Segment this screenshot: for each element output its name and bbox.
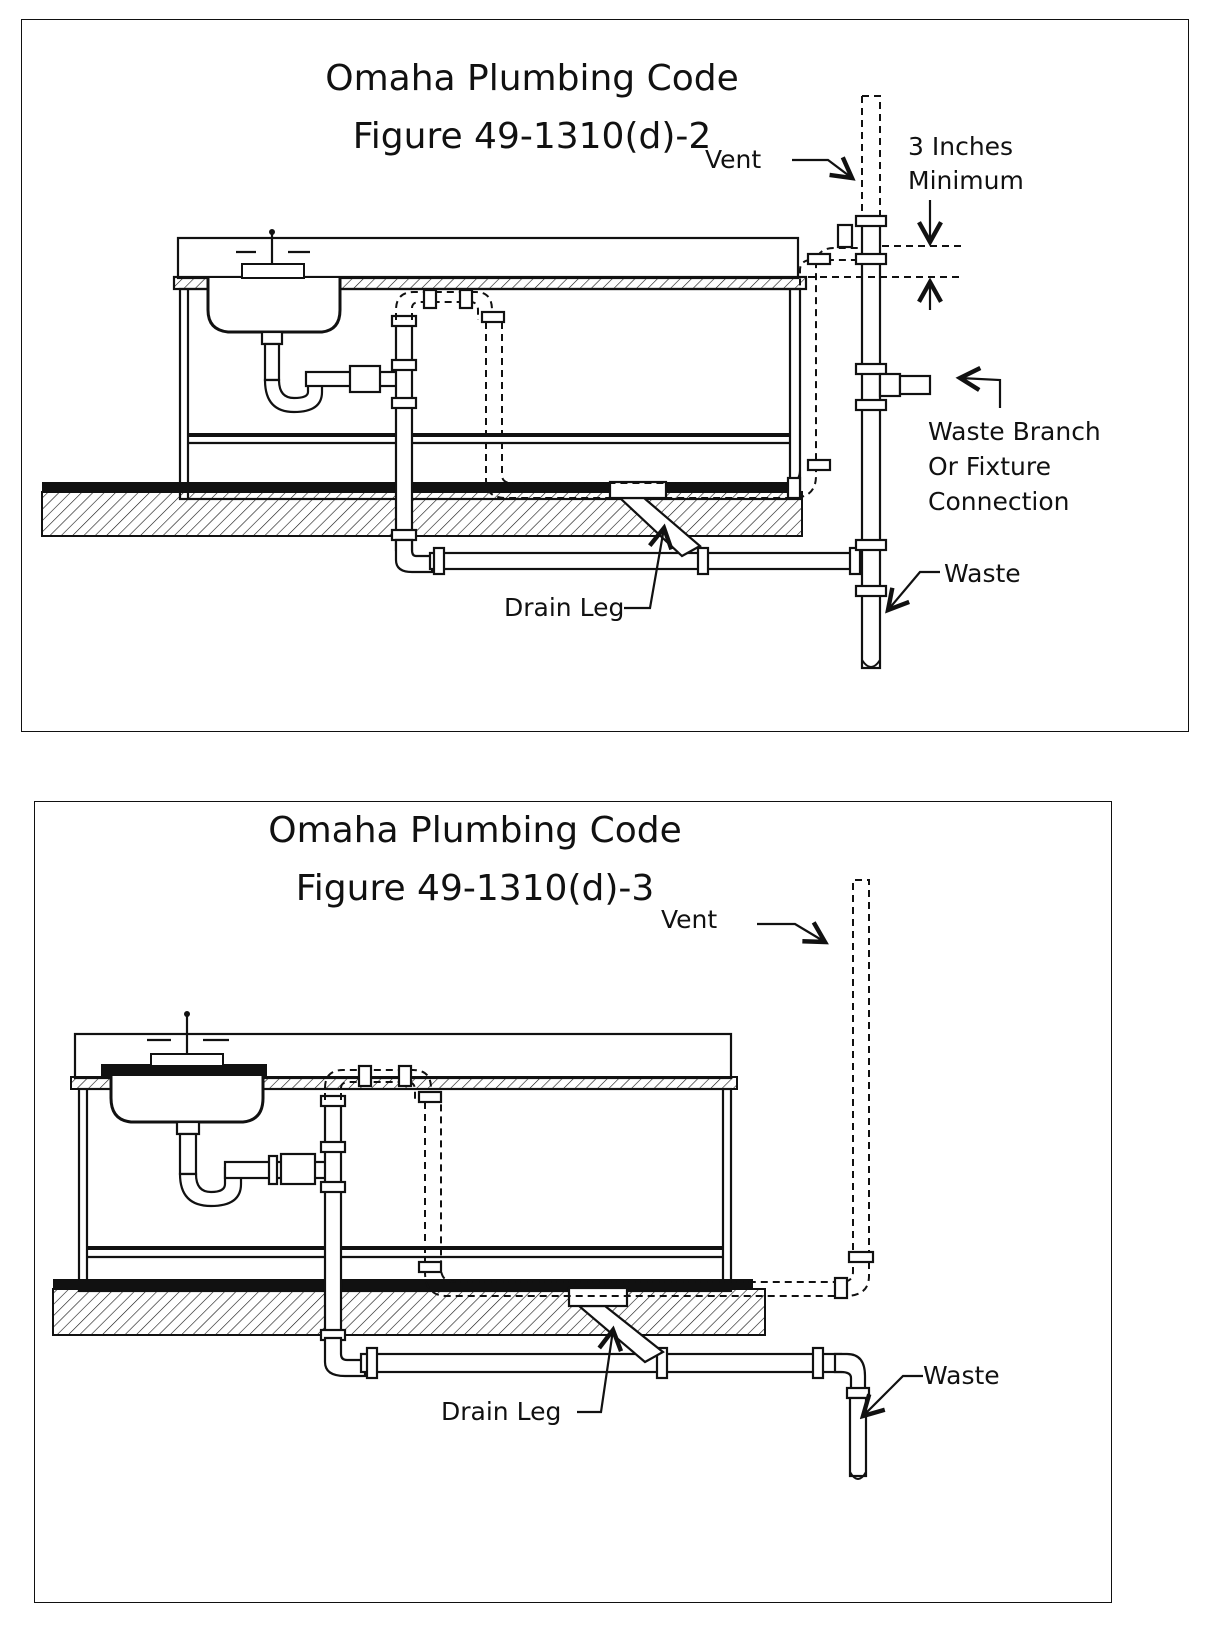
vent-loop-dashed — [324, 879, 875, 1300]
main-stack — [854, 95, 932, 670]
waste-branch-label-line1: Waste Branch — [928, 417, 1101, 446]
waste-branch-label-line3: Connection — [928, 487, 1070, 516]
sink-bowl — [206, 229, 342, 334]
vent-arrow — [757, 924, 825, 942]
waste-label: Waste — [944, 559, 1021, 588]
figure-3-drawing — [52, 879, 923, 1480]
minimum-label-line2: Minimum — [908, 166, 1024, 195]
minimum-label-line1: 3 Inches — [908, 132, 1014, 161]
sink-bowl — [101, 1011, 267, 1124]
drain-leg-label: Drain Leg — [441, 1397, 562, 1426]
waste-branch-label-line2: Or Fixture — [928, 452, 1051, 481]
waste-arrow — [888, 570, 940, 610]
figure-2-title-line1: Omaha Plumbing Code — [325, 58, 739, 99]
branch-arrow — [960, 378, 1002, 408]
vent-label: Vent — [661, 905, 718, 934]
vent-loop-dashed — [395, 223, 862, 500]
figure-3-title-line1: Omaha Plumbing Code — [268, 810, 682, 851]
vent-label: Vent — [705, 145, 762, 174]
figure-3-title-line2: Figure 49-1310(d)-3 — [295, 868, 655, 909]
figure-2-title-line2: Figure 49-1310(d)-2 — [352, 116, 712, 157]
vanity-cabinet — [172, 236, 808, 501]
drain-leg-arrow — [624, 528, 664, 610]
waste-branch-label: Waste Branch Or Fixture Connection — [928, 414, 1101, 519]
drain-piping — [319, 1094, 871, 1480]
p-trap — [175, 1120, 331, 1208]
waste-label: Waste — [923, 1361, 1000, 1390]
drain-leg-arrow — [577, 1330, 613, 1414]
figure-2-title: Omaha Plumbing Code Figure 49-1310(d)-2 — [272, 50, 792, 166]
figure-2-drawing — [41, 95, 1002, 670]
waste-arrow — [863, 1374, 923, 1416]
figure-3-panel: Omaha Plumbing Code Figure 49-1310(d)-3 — [34, 801, 1112, 1603]
figure-3-title: Omaha Plumbing Code Figure 49-1310(d)-3 — [215, 802, 735, 918]
three-inch-dimension — [784, 200, 962, 310]
minimum-label: 3 Inches Minimum — [908, 130, 1024, 198]
drain-leg-label: Drain Leg — [504, 593, 625, 622]
p-trap — [260, 330, 408, 414]
floor-slab — [41, 482, 803, 537]
vent-arrow — [792, 160, 852, 178]
figure-2-panel: Omaha Plumbing Code Figure 49-1310(d)-2 — [21, 19, 1189, 732]
floor-slab — [52, 1279, 766, 1336]
drain-piping — [390, 314, 878, 576]
